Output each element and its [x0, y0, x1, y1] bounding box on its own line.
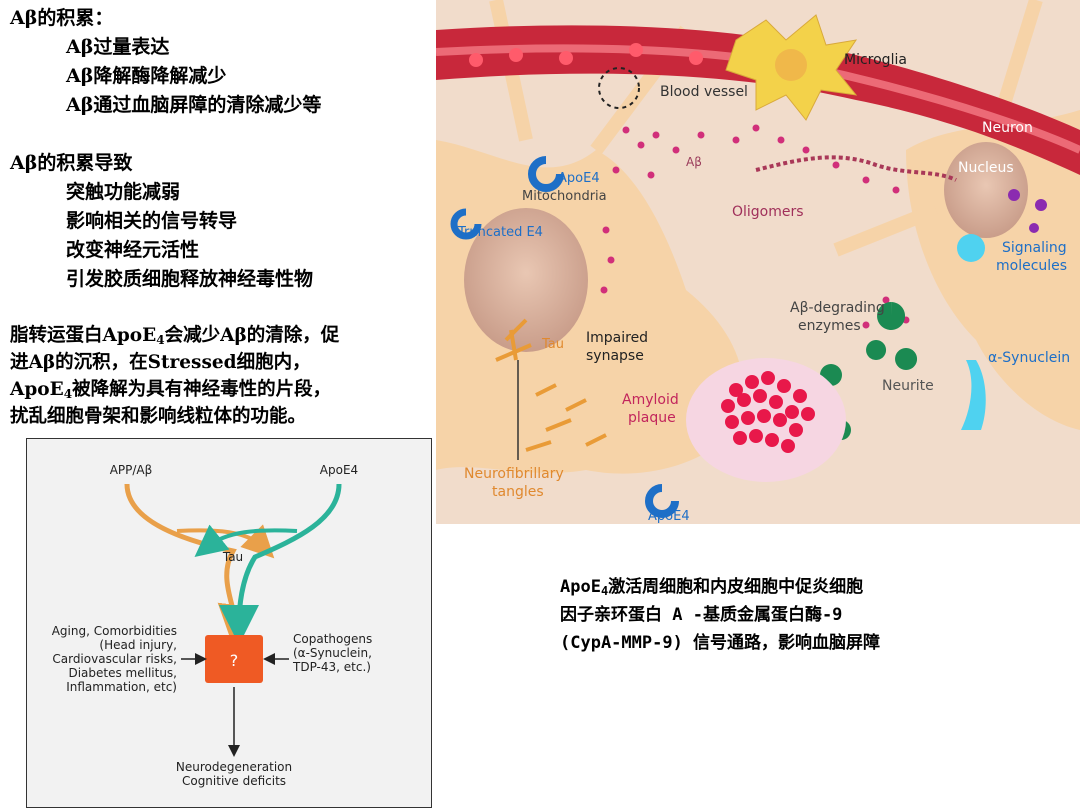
list-item: Aβ通过血脑屏障的清除减少等: [66, 94, 322, 116]
label-apoe4-bottom: ApoE4: [648, 509, 690, 524]
label-signaling-2: molecules: [996, 258, 1067, 274]
label-app-abeta: APP/Aβ: [110, 463, 153, 477]
svg-text:Inflammation, etc): Inflammation, etc): [66, 680, 177, 694]
caption-line: (CypA-MMP-9) 信号通路，影响血脑屏障: [560, 633, 881, 653]
label-degrading-2: enzymes: [798, 318, 861, 334]
label-amyloid-2: plaque: [628, 410, 676, 426]
svg-text:Neurodegeneration: Neurodegeneration: [176, 760, 292, 774]
heading-abeta-accumulation: Aβ的积累：: [10, 7, 114, 29]
label-nft-2: tangles: [492, 484, 544, 500]
text-block: Aβ的积累： Aβ过量表达 Aβ降解酶降解减少 Aβ通过血脑屏障的清除减少等 A…: [10, 4, 430, 294]
apoe4-icon: [528, 156, 564, 192]
paragraph-line: ApoE4被降解为具有神经毒性的片段，: [10, 379, 332, 401]
label-neurite: Neurite: [882, 378, 934, 394]
arrow-apoe4: [219, 483, 342, 645]
svg-text:(Head injury,: (Head injury,: [99, 638, 177, 652]
cell-illustration: Microglia Blood vessel Neuron Nucleus Ap…: [436, 0, 1080, 524]
arrow-app: [124, 483, 258, 645]
degrading-enzymes: [820, 302, 918, 440]
label-mitochondria: Mitochondria: [522, 189, 607, 204]
illustration-svg: Microglia Blood vessel Neuron Nucleus Ap…: [436, 0, 1080, 524]
question-box: [205, 635, 263, 683]
label-apoe4: ApoE4: [558, 171, 600, 186]
label-truncated-e4: Truncated E4: [457, 225, 543, 240]
apoe4-icon-bottom: [645, 484, 679, 518]
abeta-dots: [600, 124, 910, 329]
svg-text:Diabetes mellitus,: Diabetes mellitus,: [68, 666, 177, 680]
list-item: 突触功能减弱: [66, 181, 181, 203]
label-oligomers: Oligomers: [732, 204, 804, 220]
label-blood-vessel: Blood vessel: [660, 84, 748, 100]
list-item: Aβ降解酶降解减少: [66, 65, 227, 87]
label-tau: Tau: [541, 337, 564, 352]
flow-diagram: APP/Aβ ApoE4 Tau ? Aging, Comorbidities …: [26, 438, 432, 808]
label-nft-1: Neurofibrillary: [464, 466, 564, 482]
svg-text:Cognitive deficits: Cognitive deficits: [182, 774, 286, 788]
label-nucleus: Nucleus: [958, 160, 1014, 176]
caption-line: ApoE4激活周细胞和内皮细胞中促炎细胞: [560, 577, 864, 598]
synuclein-neurite: [961, 360, 986, 430]
flow-svg: APP/Aβ ApoE4 Tau ? Aging, Comorbidities …: [52, 463, 372, 788]
cypa-caption: ApoE4激活周细胞和内皮细胞中促炎细胞 因子亲环蛋白 A -基质金属蛋白酶-9…: [560, 573, 1040, 657]
label-impaired-1: Impaired: [586, 330, 648, 346]
svg-text:Cardiovascular risks,: Cardiovascular risks,: [52, 652, 177, 666]
label-apoe4: ApoE4: [320, 463, 358, 477]
heading-abeta-consequence: Aβ的积累导致: [10, 152, 133, 174]
paragraph-line: 扰乱细胞骨架和影响线粒体的功能。: [10, 406, 307, 427]
label-tau: Tau: [222, 550, 243, 564]
list-item: Aβ过量表达: [66, 36, 170, 58]
left-factors: Aging, Comorbidities (Head injury, Cardi…: [52, 624, 177, 694]
label-amyloid-1: Amyloid: [622, 392, 679, 408]
svg-text:TDP-43, etc.): TDP-43, etc.): [292, 660, 371, 674]
recycle-arrow: [598, 67, 640, 109]
list-item: 改变神经元活性: [66, 239, 200, 261]
svg-text:Aging, Comorbidities: Aging, Comorbidities: [52, 624, 177, 638]
label-impaired-2: synapse: [586, 348, 644, 364]
label-abeta: Aβ: [686, 155, 702, 169]
truncated-e4-icon: [450, 208, 482, 240]
label-synuclein: α-Synuclein: [988, 350, 1070, 366]
caption-line: 因子亲环蛋白 A -基质金属蛋白酶-9: [560, 605, 843, 625]
right-factors: Copathogens (α-Synuclein, TDP-43, etc.): [292, 632, 372, 674]
outcome: Neurodegeneration Cognitive deficits: [176, 760, 292, 788]
label-neuron: Neuron: [982, 120, 1033, 136]
label-signaling-1: Signaling: [1002, 240, 1067, 256]
list-item: 影响相关的信号转导: [66, 210, 238, 232]
svg-text:Copathogens: Copathogens: [293, 632, 372, 646]
svg-text:(α-Synuclein,: (α-Synuclein,: [293, 646, 372, 660]
tau-tangles: [495, 318, 607, 452]
paragraph-line: 进Aβ的沉积，在Stressed细胞内，: [10, 352, 311, 373]
apoe4-paragraph: 脂转运蛋白ApoE4会减少Aβ的清除，促 进Aβ的沉积，在Stressed细胞内…: [10, 322, 430, 430]
label-degrading-1: Aβ-degrading: [790, 300, 885, 316]
blood-vessel: [436, 25, 1080, 176]
signaling-molecules: [1008, 189, 1047, 233]
nucleus-left: [464, 208, 588, 352]
paragraph-line: 脂转运蛋白ApoE4会减少Aβ的清除，促: [10, 325, 340, 347]
label-microglia: Microglia: [844, 52, 907, 68]
signaling-blob: [957, 234, 985, 262]
list-item: 引发胶质细胞释放神经毒性物: [66, 268, 314, 290]
question-mark: ?: [230, 651, 239, 670]
nucleus-right: [944, 142, 1028, 238]
